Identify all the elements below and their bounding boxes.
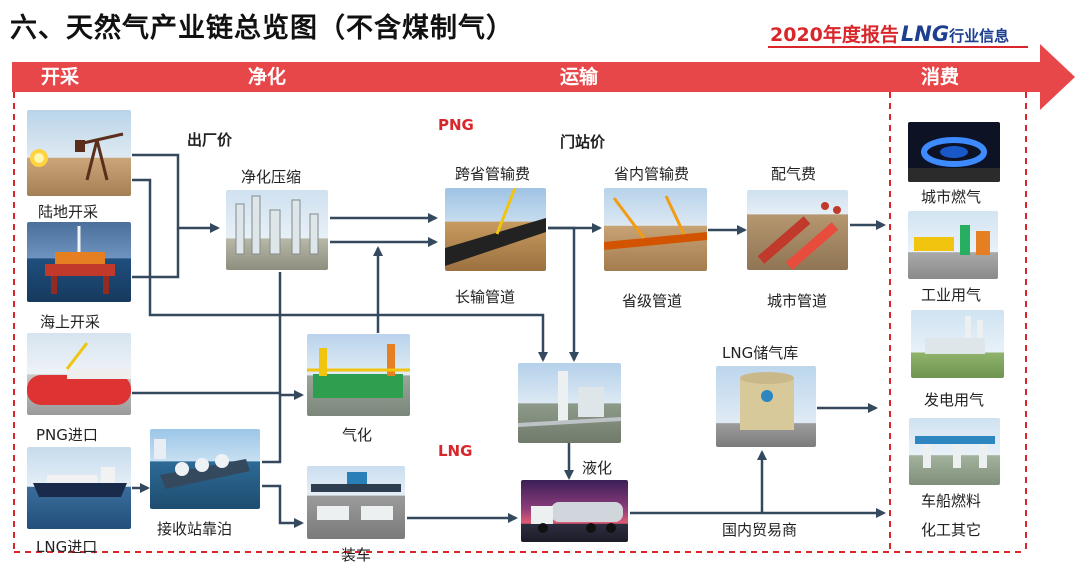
land-extraction-label: 陆地开采 — [38, 203, 99, 221]
domestic-trader-label: 国内贸易商 — [722, 521, 798, 539]
lng-storage-label: LNG储气库 — [722, 344, 799, 362]
truck-loading-image — [307, 466, 405, 539]
land-extraction-image — [27, 110, 131, 196]
liquefaction-label: 液化 — [582, 459, 613, 477]
lng-import-label: LNG进口 — [36, 538, 98, 556]
liquefaction-image — [518, 363, 621, 443]
lng-storage-tank-image — [716, 366, 816, 447]
city-pipeline-label: 城市管道 — [767, 292, 828, 310]
chemical-other-label: 化工其它 — [921, 521, 982, 539]
gate-price-label: 门站价 — [560, 133, 606, 151]
distribution-fee-label: 配气费 — [771, 165, 817, 183]
purify-compress-label: 净化压缩 — [241, 168, 302, 186]
brand-lng: LNG — [900, 22, 950, 46]
terminal-berth-label: 接收站靠泊 — [157, 520, 233, 538]
provincial-pipeline-image — [604, 188, 707, 271]
stage-purification: 净化 — [247, 66, 286, 88]
flow-lines — [132, 153, 886, 528]
vehicle-fuel-image — [909, 418, 1000, 485]
brand-logo: 2020年度报告LNG行业信息 — [770, 20, 1009, 46]
power-gas-label: 发电用气 — [924, 391, 985, 409]
png-label: PNG — [438, 116, 474, 134]
gasification-label: 气化 — [342, 426, 373, 444]
brand-industry: 行业信息 — [949, 27, 1010, 45]
offshore-extraction-image — [27, 222, 131, 302]
stage-consumption: 消费 — [920, 66, 959, 88]
offshore-extraction-label: 海上开采 — [40, 313, 101, 331]
long-pipeline-image — [445, 188, 546, 271]
terminal-berth-image — [150, 429, 260, 509]
provincial-pipeline-label: 省级管道 — [622, 292, 683, 310]
lng-label: LNG — [438, 442, 473, 460]
png-import-label: PNG进口 — [36, 426, 98, 444]
stage-extraction: 开采 — [40, 66, 79, 88]
brand-year-label: 2020年度报告 — [770, 24, 899, 46]
page-title: 六、天然气产业链总览图（不含煤制气） — [10, 13, 514, 44]
ex-factory-price-label: 出厂价 — [187, 131, 233, 149]
industrial-gas-label: 工业用气 — [921, 286, 982, 304]
provincial-fee-label: 省内管输费 — [614, 165, 690, 183]
purification-plant-image — [226, 190, 328, 270]
section-frames — [13, 92, 1027, 553]
city-gas-label: 城市燃气 — [921, 188, 982, 206]
city-pipeline-image — [747, 190, 848, 270]
brand-underline — [768, 46, 1028, 48]
industrial-gas-image — [908, 211, 998, 279]
long-pipeline-label: 长输管道 — [455, 288, 516, 306]
lng-import-image — [27, 447, 131, 529]
vehicle-fuel-label: 车船燃料 — [921, 492, 982, 510]
city-gas-image — [908, 122, 1000, 182]
lng-tanker-truck-image — [521, 480, 628, 542]
stage-banner-arrow — [12, 44, 1075, 110]
power-gas-image — [911, 310, 1004, 378]
png-import-image — [27, 333, 131, 415]
gasification-image — [307, 334, 410, 416]
interprovincial-fee-label: 跨省管输费 — [455, 165, 531, 183]
truck-loading-label: 装车 — [341, 546, 372, 564]
stage-transport: 运输 — [559, 66, 598, 88]
